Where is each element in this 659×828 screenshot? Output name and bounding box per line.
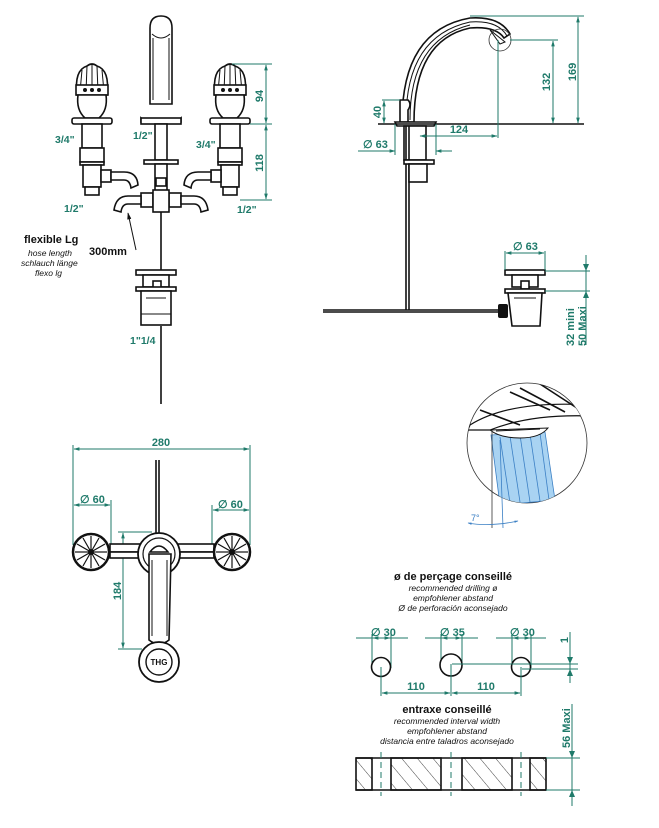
left-handle-top xyxy=(71,532,111,572)
left-handle-diameter-dim: ∅ 60 xyxy=(80,494,105,506)
side-view: 132 169 124 40 ∅ 63 xyxy=(323,15,584,313)
drilling-translation-en: recommended drilling ø xyxy=(409,583,498,593)
left-valve-thread-label: 3/4" xyxy=(55,134,75,146)
spout-thread-label: 1/2" xyxy=(133,130,153,142)
outlet-height-dim: 132 xyxy=(541,73,553,91)
spacing-1: 110 xyxy=(407,681,425,693)
spout-front xyxy=(140,15,182,199)
interval-recommendation: entraxe conseillé recommended interval w… xyxy=(355,704,580,806)
hose-translation-es: flexo lg xyxy=(35,268,62,278)
waste-range-min: 32 mini xyxy=(565,308,577,346)
drilling-title: ø de perçage conseillé xyxy=(394,571,512,583)
drilling-translation-es: Ø de perforación aconsejado xyxy=(397,603,507,613)
hole-3-diameter: ∅ 30 xyxy=(510,627,535,639)
overall-width-dim: 280 xyxy=(152,437,170,449)
logo-mark: THG xyxy=(151,658,168,667)
right-outlet-label: 1/2" xyxy=(237,204,257,216)
hose-note: flexible Lg hose length schlauch länge f… xyxy=(21,212,137,278)
right-valve-thread-label: 3/4" xyxy=(196,139,216,151)
lever-height-dim: 40 xyxy=(372,106,384,118)
body-height-dim: 118 xyxy=(254,154,266,172)
hole-1-diameter: ∅ 30 xyxy=(371,627,396,639)
interval-translation-de: empfohlener abstand xyxy=(407,726,487,736)
aerator-detail: 7° xyxy=(466,382,588,529)
spacing-2: 110 xyxy=(477,681,495,693)
waste-diameter-dim: ∅ 63 xyxy=(513,241,538,253)
hose-translation-en: hose length xyxy=(28,248,72,258)
waste-range-max: 50 Maxi xyxy=(577,306,589,346)
waste-front xyxy=(135,269,177,326)
base-diameter-dim: ∅ 63 xyxy=(363,139,388,151)
mixer-tee xyxy=(113,189,209,214)
interval-translation-es: distancia entre taladros aconsejado xyxy=(380,736,514,746)
handle-height-dim: 94 xyxy=(254,89,266,102)
depth-dim: 184 xyxy=(112,581,124,600)
left-valve xyxy=(71,63,139,196)
right-handle-top xyxy=(212,532,252,572)
interval-title: entraxe conseillé xyxy=(402,704,491,716)
waste-detail: ∅ 63 32 mini 50 Maxi xyxy=(498,241,590,346)
interval-translation-en: recommended interval width xyxy=(394,716,501,726)
hose-translation-de: schlauch länge xyxy=(21,258,78,268)
max-thickness-dim: 56 Maxi xyxy=(561,708,573,748)
top-view: 280 ∅ 60 ∅ 60 184 xyxy=(71,437,252,683)
spout-height-dim: 169 xyxy=(567,63,579,81)
hole-2-diameter: ∅ 35 xyxy=(440,627,465,639)
offset-dim: 1 xyxy=(559,637,571,643)
hose-length: 300mm xyxy=(89,246,127,258)
reach-dim: 124 xyxy=(450,124,469,136)
drilling-translation-de: empfohlener abstand xyxy=(413,593,493,603)
waste-thread-label: 1"1/4 xyxy=(130,335,156,347)
spout-top: THG xyxy=(137,532,181,683)
drilling-recommendation: ø de perçage conseillé recommended drill… xyxy=(356,571,578,696)
hose-title: flexible Lg xyxy=(24,234,78,246)
aerator-angle: 7° xyxy=(471,513,480,523)
front-view: 3/4" 1/2" 3/4" 1/2" 1/2" 1"1/4 94 118 fl… xyxy=(21,15,272,404)
left-outlet-label: 1/2" xyxy=(64,203,84,215)
height-dimensions: 94 118 xyxy=(232,63,272,201)
right-handle-diameter-dim: ∅ 60 xyxy=(218,499,243,511)
right-valve xyxy=(183,63,251,196)
deck-section xyxy=(355,752,547,796)
